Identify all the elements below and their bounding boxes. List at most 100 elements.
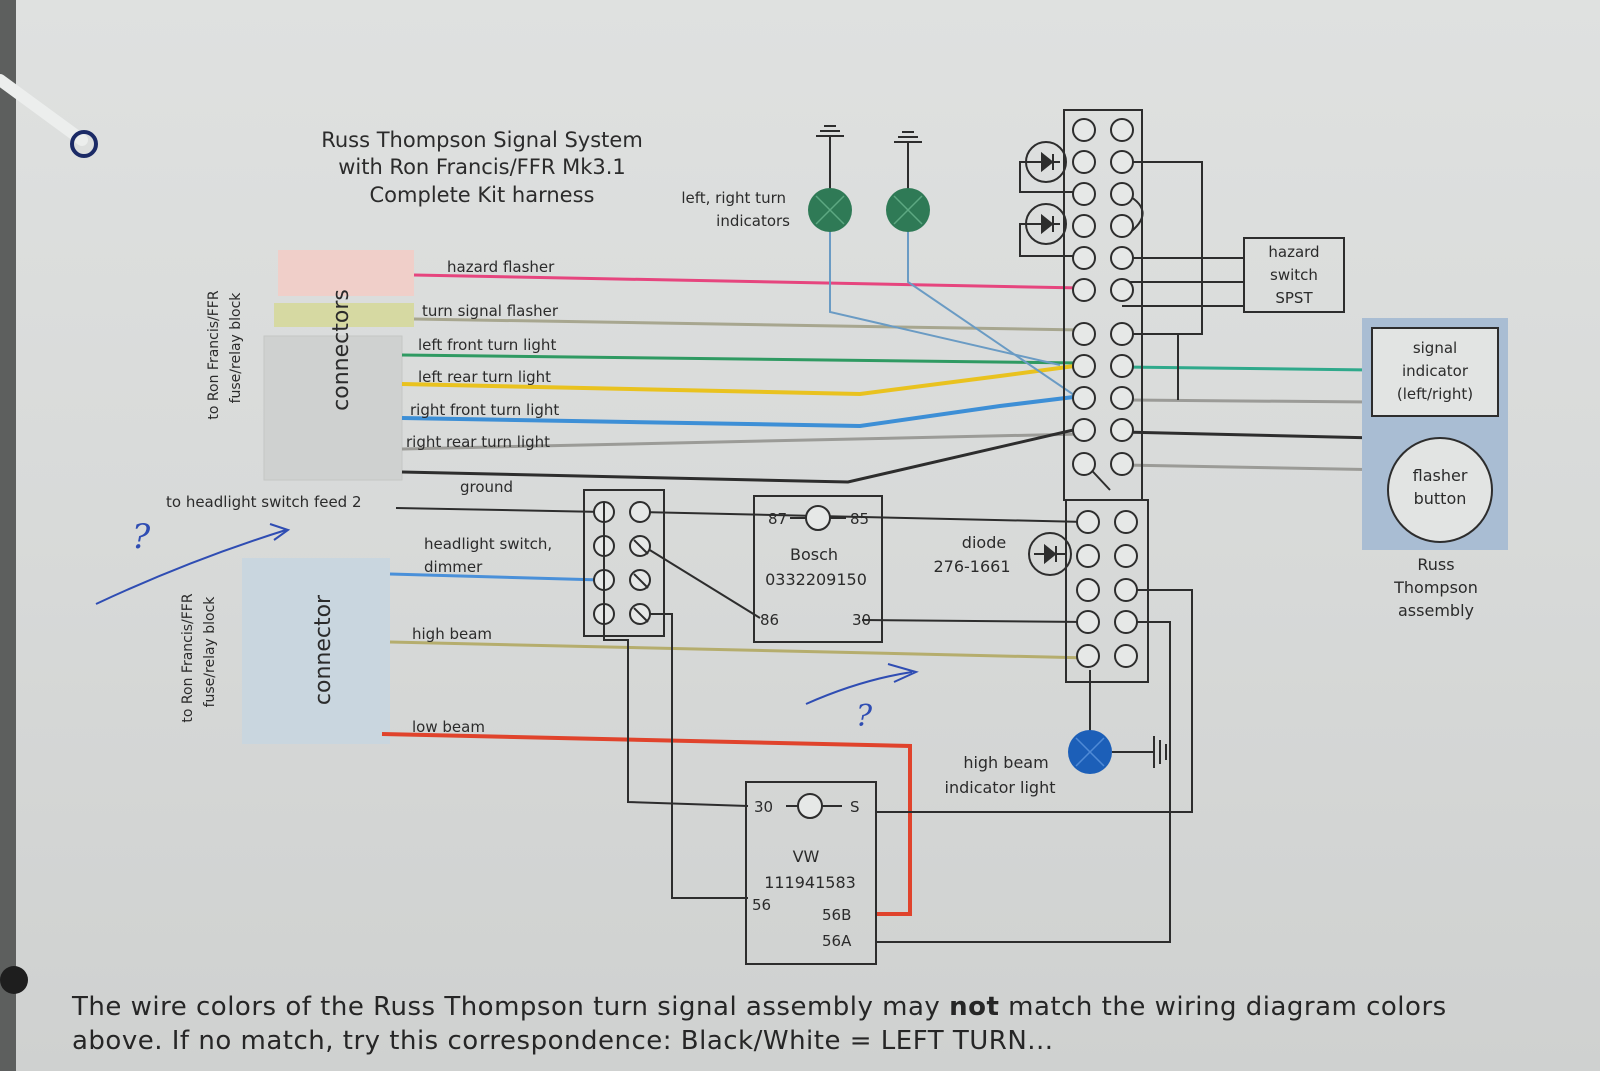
- pen-arrowhead-2: [887, 663, 919, 683]
- russ-thompson-assembly: signal indicator (left/right) flasher bu…: [1362, 318, 1508, 620]
- terminal-8-2: [1110, 354, 1134, 378]
- indicators-label-line1: left, right turn: [681, 189, 786, 207]
- lower-block-label-line2: fuse/relay block: [202, 596, 218, 708]
- hazard-switch-line2: switch: [1270, 266, 1318, 284]
- terminal-lower-3-1: [1076, 578, 1100, 602]
- wire-bosch-86: [639, 543, 761, 619]
- label-left-front: left front turn light: [418, 336, 556, 354]
- vw-relay-coil-icon: [797, 793, 823, 819]
- vw-relay: 30 S VW 111941583 56 56B 56A: [745, 781, 877, 965]
- binder-ring: [0, 0, 98, 1071]
- terminal-strip: [1063, 109, 1149, 683]
- wire-vw-s: [876, 589, 1193, 813]
- wire-bosch-30: [861, 619, 1087, 623]
- bosch-pin30: 30: [852, 611, 871, 629]
- diode-2-icon: [1025, 203, 1067, 245]
- pen-arrow-2: [805, 671, 913, 705]
- bosch-pin86: 86: [760, 611, 779, 629]
- label-dimmer-line2: dimmer: [424, 558, 483, 576]
- wire-left-rear: [401, 363, 1083, 397]
- caption-part1: The wire colors of the Russ Thompson tur…: [72, 992, 941, 1022]
- diagram-title: Russ Thompson Signal System with Ron Fra…: [321, 128, 643, 207]
- signal-indicator-box: [1371, 327, 1499, 417]
- assembly-label-line1: Russ: [1417, 555, 1454, 574]
- terminal-5-1: [1072, 246, 1096, 270]
- high-beam-indicator-line1: high beam: [963, 753, 1048, 772]
- wire-hazard-flasher: [413, 273, 1083, 290]
- title-line2: with Ron Francis/FFR Mk3.1: [338, 155, 626, 179]
- terminal-10-2: [1110, 418, 1134, 442]
- hazard-switch-line1: hazard: [1268, 243, 1319, 261]
- diode-label-line1: diode: [962, 533, 1006, 552]
- terminal-7-2: [1110, 322, 1134, 346]
- terminal-lower-5-1: [1076, 644, 1100, 668]
- signal-indicator-line3: (left/right): [1397, 385, 1473, 403]
- bosch-pin85: 85: [850, 510, 869, 528]
- title-line3: Complete Kit harness: [370, 183, 595, 207]
- signal-indicator-line2: indicator: [1402, 362, 1469, 380]
- lower-connector-box: [242, 558, 390, 744]
- wire-signal-indicator-gray: [1121, 398, 1373, 404]
- terminal-lower-1-2: [1114, 510, 1138, 534]
- pen-arrow-1: [95, 529, 287, 605]
- wire-ground: [401, 426, 1083, 484]
- terminal-3-2: [1110, 182, 1134, 206]
- lower-connector-label: connector: [311, 594, 336, 705]
- pen-arrowhead-1: [269, 523, 291, 541]
- wire-dimmer: [389, 572, 603, 582]
- label-high-beam: high beam: [412, 625, 492, 643]
- bosch-relay: 87 85 Bosch 0332209150 86 30: [753, 495, 883, 643]
- terminal-4-1: [1072, 214, 1096, 238]
- upper-connector-block: connectors to Ron Francis/FFR fuse/relay…: [206, 250, 414, 481]
- wire-low-beam: [381, 732, 912, 916]
- strip-diodes: [1025, 141, 1072, 576]
- wire-flasher-gray: [1121, 463, 1393, 472]
- terminal-lower-2-1: [1076, 544, 1100, 568]
- wire-headlight-feed: [395, 507, 605, 513]
- upper-connector-label: connectors: [329, 289, 354, 411]
- vw-pin56A: 56A: [822, 932, 852, 950]
- turn-indicator-lamps: left, right turn indicators: [681, 188, 930, 232]
- headlight-switch-block: [583, 489, 665, 637]
- terminal-lower-5-2: [1114, 644, 1138, 668]
- terminal-8-1: [1072, 354, 1096, 378]
- label-hazard-flasher: hazard flasher: [447, 258, 555, 276]
- upper-block-label-line1: to Ron Francis/FFR: [206, 290, 222, 419]
- terminal-2-1: [1072, 150, 1096, 174]
- terminal-6-1: [1072, 278, 1096, 302]
- label-left-rear: left rear turn light: [418, 368, 551, 386]
- terminal-4-2: [1110, 214, 1134, 238]
- wire-signal-indicator-green: [1121, 365, 1373, 372]
- terminal-5-2: [1110, 246, 1134, 270]
- connector-hazard-slot: [278, 250, 414, 296]
- vw-pin56: 56: [752, 896, 771, 914]
- terminal-6-2: [1110, 278, 1134, 302]
- wire-turn-signal-flasher: [413, 317, 1083, 332]
- vw-pin30: 30: [754, 798, 773, 816]
- wire-loop-1: [1122, 161, 1203, 335]
- connector-turn-slot: [274, 303, 414, 327]
- label-right-rear: right rear turn light: [406, 433, 550, 451]
- label-low-beam: low beam: [412, 718, 485, 736]
- diode-3-icon: [1028, 532, 1072, 576]
- terminal-9-1: [1072, 386, 1096, 410]
- terminal-3-1: [1072, 182, 1096, 206]
- high-beam-indicator: high beam indicator light: [945, 730, 1112, 797]
- diode-label-line2: 276-1661: [933, 557, 1010, 576]
- terminal-11-1: [1072, 452, 1096, 476]
- hazard-switch: hazard switch SPST: [1243, 237, 1345, 313]
- hazard-switch-line3: SPST: [1275, 289, 1313, 307]
- caption-bold: not: [949, 992, 1000, 1022]
- caption-text: The wire colors of the Russ Thompson tur…: [72, 990, 1592, 1058]
- title-line1: Russ Thompson Signal System: [321, 128, 643, 152]
- terminal-lower-4-2: [1114, 610, 1138, 634]
- indicators-label-line2: indicators: [716, 212, 790, 230]
- assembly-label-line3: assembly: [1398, 601, 1474, 620]
- label-ground: ground: [460, 478, 513, 496]
- label-right-front: right front turn light: [410, 401, 559, 419]
- connector-main-slot: [263, 335, 403, 481]
- bosch-relay-coil-icon: [805, 505, 831, 531]
- vw-name: VW: [793, 847, 820, 866]
- terminal-2-2: [1110, 150, 1134, 174]
- wire-vw-30: [603, 614, 749, 807]
